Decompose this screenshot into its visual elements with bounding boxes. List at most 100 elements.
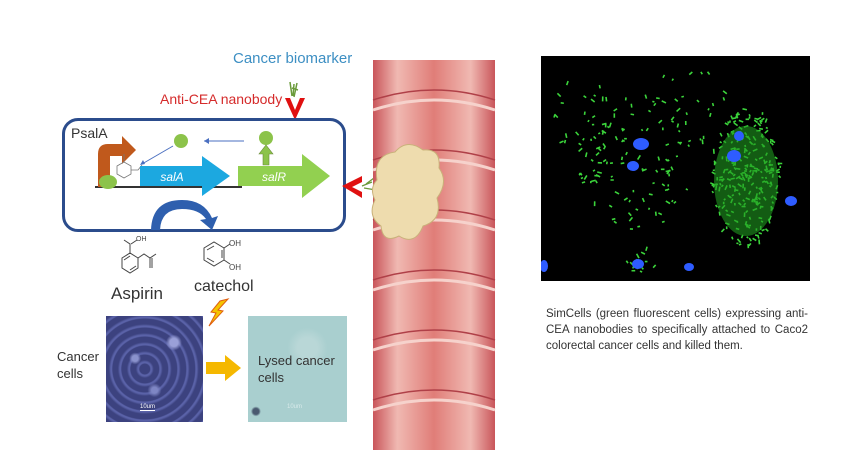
simcell-mark: [641, 167, 644, 171]
simcell-mark: [676, 107, 681, 113]
simcell-mark: [621, 139, 626, 143]
simcell-mark: [748, 237, 752, 242]
scale-bar: 10um: [287, 404, 303, 410]
simcell-mark: [645, 127, 649, 132]
simcell-mark: [641, 168, 647, 172]
simcell-mark: [681, 95, 685, 98]
simcell-mark: [601, 122, 607, 126]
simcell-mark: [652, 181, 655, 185]
simcell-mark: [563, 139, 567, 144]
simcell-mark: [727, 121, 730, 124]
simcell-mark: [584, 152, 588, 158]
simcell-mark: [675, 155, 679, 158]
simcell-mark: [628, 216, 634, 222]
simcell-mark: [720, 228, 725, 233]
simcell-mark: [578, 172, 582, 176]
salr-protein-icon: [259, 131, 273, 145]
simcell-mark: [761, 228, 765, 232]
simcell-mark: [630, 113, 635, 116]
simcell-mark: [641, 197, 645, 203]
simcell-mark: [641, 267, 644, 270]
simcell-mark: [770, 142, 774, 146]
simcell-mark: [738, 243, 742, 246]
simcell-mark: [661, 220, 665, 223]
simcell-mark: [606, 125, 610, 129]
aspirin-structure-icon: OH: [121, 236, 157, 274]
simcell-mark: [657, 156, 661, 161]
simcell-mark: [553, 114, 556, 118]
simcell-mark: [613, 108, 618, 112]
simcell-mark: [722, 90, 728, 95]
conversion-arrow-icon: [151, 200, 218, 230]
simcell-mark: [736, 113, 740, 116]
simcell-mark: [732, 117, 737, 120]
simcell-mark: [665, 200, 671, 205]
simcell-mark: [639, 270, 643, 273]
simcell-mark: [769, 140, 772, 144]
simcell-mark: [764, 118, 768, 123]
simcell-mark: [621, 128, 624, 132]
salr-protein-icon: [174, 134, 188, 148]
gene-circuit: salA salR: [95, 131, 330, 230]
simcell-mark: [601, 129, 607, 134]
simcell-mark: [581, 181, 586, 184]
expression-arrow-icon: [258, 144, 274, 166]
simcell-mark: [595, 151, 600, 156]
simcell-mark: [671, 120, 675, 123]
simcell-mark: [676, 123, 680, 128]
simcell-mark: [578, 142, 582, 146]
aspirin-bound-icon: [116, 154, 143, 179]
simcell-mark: [605, 96, 608, 102]
simcell-mark: [666, 188, 670, 191]
simcell-mark: [621, 127, 626, 131]
simcell-mark: [671, 78, 674, 82]
simcell-mark: [590, 158, 594, 162]
simcell-mark: [738, 119, 744, 123]
simcell-mark: [758, 231, 763, 235]
simcell-mark: [742, 108, 748, 111]
lysed-cells-image: [248, 316, 347, 422]
simcell-mark: [597, 132, 601, 135]
simcell-mark: [674, 98, 679, 102]
simcell-mark: [591, 179, 596, 183]
cancer-biomarker-label: Cancer biomarker: [233, 50, 353, 67]
simcell-mark: [658, 119, 663, 124]
simcell-mark: [565, 80, 569, 86]
simcell-mark: [760, 117, 765, 121]
cancer-cells-image: [106, 316, 203, 422]
simcell-mark: [592, 169, 596, 172]
yellow-arrow-icon: [206, 355, 241, 381]
simcell-mark: [731, 236, 734, 240]
simcell-mark: [652, 100, 655, 103]
simcell-mark: [730, 115, 734, 120]
simcell-mark: [769, 138, 774, 142]
simcell-mark: [591, 115, 596, 119]
simcell-mark: [671, 199, 674, 203]
simcell-mark: [733, 122, 739, 127]
simcell-mark: [647, 207, 651, 211]
simcell-mark: [582, 137, 585, 141]
simcell-mark: [623, 197, 629, 201]
simcell-mark: [722, 97, 726, 101]
simcell-mark: [602, 158, 607, 163]
catechol-label: catechol: [194, 278, 254, 295]
simcell-mark: [628, 199, 631, 203]
simcell-mark: [764, 228, 769, 232]
simcell-mark: [556, 92, 562, 98]
salr-protein-bound-icon: [99, 175, 117, 189]
simcell-mark: [620, 156, 624, 161]
simcell-mark: [598, 84, 601, 89]
simcell-mark: [748, 113, 751, 117]
simcell-mark: [759, 119, 763, 123]
simcell-mark: [625, 260, 629, 264]
simcell-mark: [748, 242, 752, 247]
simcell-mark: [614, 190, 620, 195]
simcell-mark: [625, 151, 628, 156]
simcell-mark: [746, 236, 749, 239]
simcell-mark: [620, 162, 625, 165]
simcell-mark: [636, 154, 642, 160]
simcell-mark: [590, 98, 596, 103]
simcell-mark: [640, 251, 646, 255]
simcell-mark: [719, 132, 723, 137]
simcell-mark: [666, 158, 670, 162]
